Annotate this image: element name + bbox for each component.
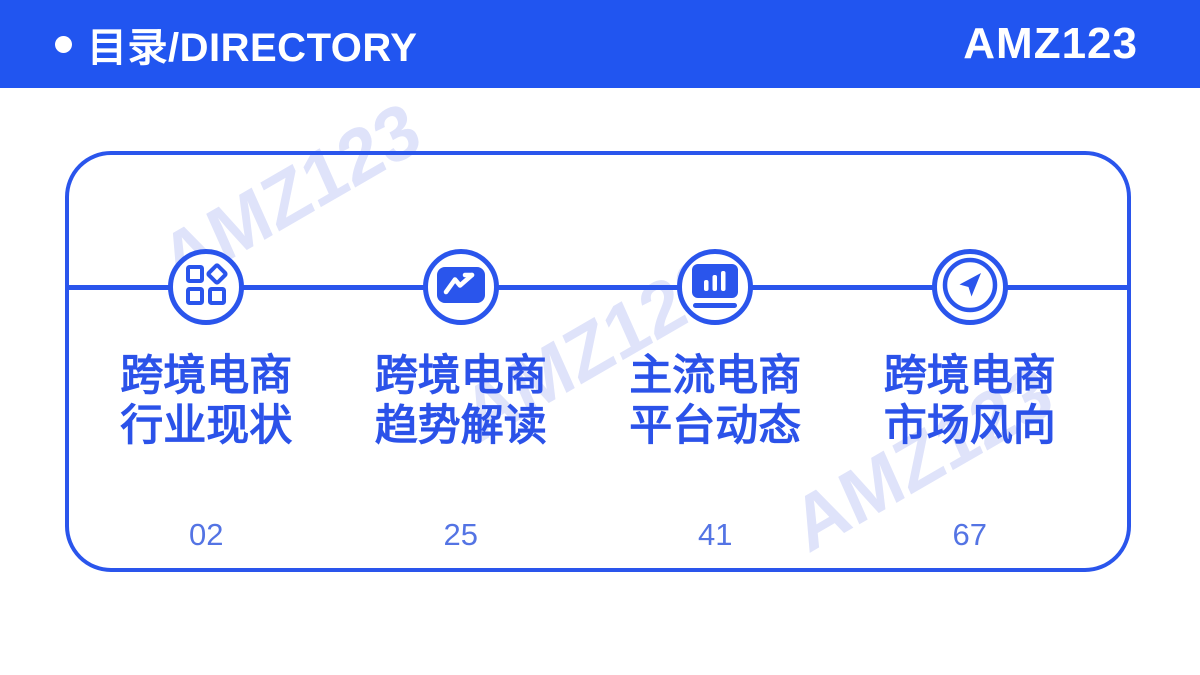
timeline-line	[69, 285, 1127, 290]
directory-item-page-number: 25	[443, 517, 478, 552]
header-title-group: 目录/DIRECTORY	[55, 15, 417, 73]
directory-item-title: 主流电商 平台动态	[629, 352, 802, 450]
trend-line-icon	[436, 266, 486, 309]
directory-item-platform-news: 主流电商 平台动态 41	[588, 155, 843, 568]
directory-columns: 跨境电商 行业现状 02 跨境电商 趋势解读 25	[79, 155, 1097, 568]
amz123-logo: AMZ123	[963, 19, 1138, 68]
bullet-dot-icon	[55, 35, 72, 53]
directory-item-trend-analysis: 跨境电商 趋势解读 25	[334, 155, 589, 568]
directory-item-page-number: 67	[952, 517, 987, 552]
icon-circle	[422, 249, 499, 325]
icon-circle	[677, 249, 754, 325]
icon-circle	[931, 249, 1008, 325]
compass-icon	[940, 255, 1000, 320]
directory-item-industry-status: 跨境电商 行业现状 02	[79, 155, 334, 568]
directory-item-title: 跨境电商 趋势解读	[374, 352, 547, 450]
directory-item-market-direction: 跨境电商 市场风向 67	[843, 155, 1098, 568]
header-bar: 目录/DIRECTORY AMZ123	[0, 0, 1200, 88]
directory-item-page-number: 02	[189, 517, 224, 552]
page-title: 目录/DIRECTORY	[87, 26, 418, 70]
bar-chart-board-icon	[690, 262, 740, 313]
directory-item-title: 跨境电商 行业现状	[120, 352, 293, 450]
directory-card: 跨境电商 行业现状 02 跨境电商 趋势解读 25	[65, 151, 1131, 572]
icon-circle	[168, 249, 245, 325]
grid-shapes-icon	[184, 262, 228, 312]
directory-item-page-number: 41	[698, 517, 733, 552]
directory-item-title: 跨境电商 市场风向	[883, 352, 1056, 450]
